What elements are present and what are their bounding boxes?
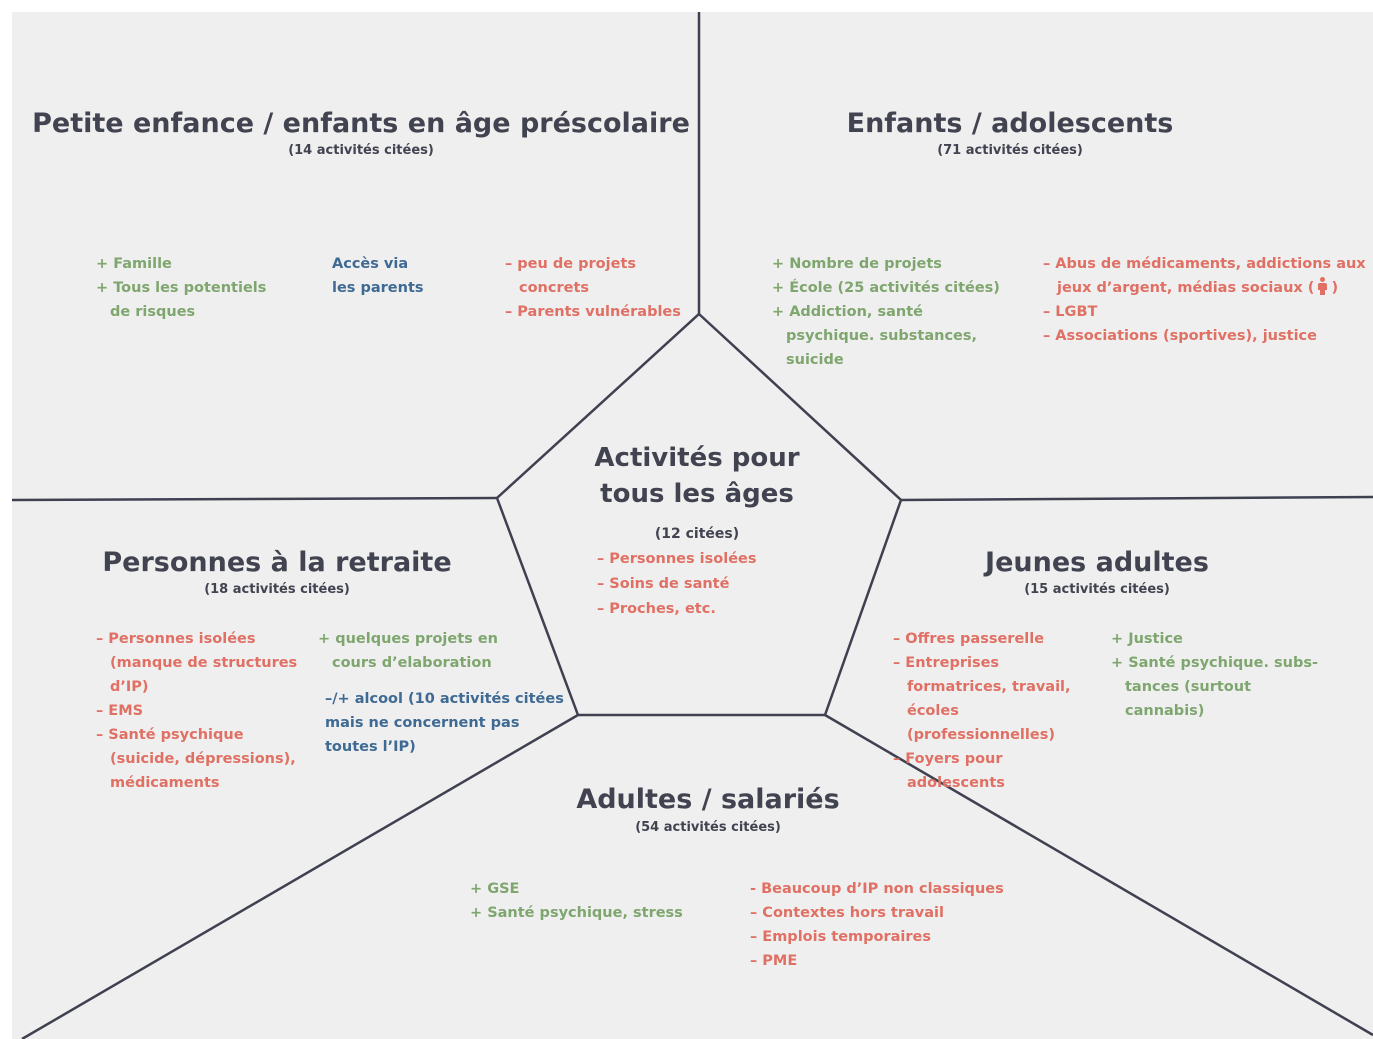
center-title-line: Activités pour bbox=[594, 443, 800, 473]
retraite-positives: + quelques projets en cours d’elaboratio… bbox=[318, 627, 533, 675]
list-item: mais ne concernent pas bbox=[325, 715, 520, 731]
list-item: – Personnes isolées bbox=[597, 551, 757, 567]
center-count: (12 citées) bbox=[654, 526, 740, 542]
list-item: Accès via bbox=[332, 256, 409, 272]
list-item: + École (25 activités citées) bbox=[772, 280, 1000, 296]
retraite-title: Personnes à la retraite bbox=[102, 547, 452, 578]
petite-enfance-negatives: – peu de projets concrets – Parents vuln… bbox=[505, 252, 681, 324]
list-item: – EMS bbox=[96, 703, 144, 719]
list-item: + Santé psychique. subs- tances (surtout… bbox=[1111, 655, 1318, 719]
petite-enfance-count: (14 activités citées) bbox=[288, 143, 434, 158]
petite-enfance-positives: + Famille + Tous les potentiels de risqu… bbox=[96, 252, 296, 324]
adultes-positives: + GSE + Santé psychique, stress bbox=[470, 877, 683, 925]
petite-enfance-title: Petite enfance / enfants en âge préscola… bbox=[32, 108, 690, 139]
list-item: + GSE bbox=[470, 881, 520, 897]
list-item-text: ) bbox=[1331, 280, 1339, 296]
list-item: – Abus de médicaments, addictions aux jeu… bbox=[1043, 252, 1366, 300]
jeunes-positives: + Justice + Santé psychique. subs- tance… bbox=[1111, 627, 1326, 723]
retraite-neutral: –/+ alcool (10 activités citées mais ne … bbox=[325, 687, 564, 759]
list-item-text: – Abus de médicaments, addictions aux bbox=[1043, 256, 1366, 272]
divider-bottom-left bbox=[21, 713, 579, 1039]
list-item: les parents bbox=[332, 280, 424, 296]
list-item: + Famille bbox=[96, 256, 172, 272]
divider-right bbox=[900, 495, 1373, 502]
adultes-count: (54 activités citées) bbox=[635, 820, 781, 835]
jeunes-title: Jeunes adultes bbox=[985, 547, 1209, 578]
adultes-negatives: - Beaucoup d’IP non classiques – Context… bbox=[750, 877, 1004, 973]
list-item: –/+ alcool (10 activités citées bbox=[325, 691, 564, 707]
list-item-text: jeux d’argent, médias sociaux ( bbox=[1057, 280, 1315, 296]
female-person-icon bbox=[1318, 277, 1328, 295]
list-item: toutes l’IP) bbox=[325, 739, 416, 755]
list-item: – Emplois temporaires bbox=[750, 929, 932, 945]
list-item: – Contextes hors travail bbox=[750, 905, 944, 921]
list-item: – peu de projets concrets bbox=[505, 256, 637, 296]
list-item: – Offres passerelle bbox=[893, 631, 1045, 647]
list-item: – LGBT bbox=[1043, 304, 1098, 320]
list-item: – PME bbox=[750, 953, 798, 969]
list-item: – Associations (sportives), justice bbox=[1043, 328, 1317, 344]
list-item: - Beaucoup d’IP non classiques bbox=[750, 881, 1004, 897]
list-item: – Entreprises formatrices, travail, écol… bbox=[893, 655, 1071, 743]
enfants-positives: + Nombre de projets + École (25 activité… bbox=[772, 252, 1012, 372]
list-item: – Santé psychique (suicide, dépressions)… bbox=[96, 727, 296, 791]
list-item: – Proches, etc. bbox=[597, 601, 716, 617]
jeunes-negatives: – Offres passerelle – Entreprises format… bbox=[893, 627, 1098, 795]
list-item: + quelques projets en cours d’elaboratio… bbox=[318, 631, 498, 671]
adultes-title: Adultes / salariés bbox=[576, 784, 840, 815]
petite-enfance-neutral: Accès via les parents bbox=[332, 252, 424, 300]
center-pentagon bbox=[495, 312, 903, 717]
list-item: – Parents vulnérables bbox=[505, 304, 681, 320]
divider-bottom-right bbox=[824, 713, 1373, 1037]
enfants-count: (71 activités citées) bbox=[937, 143, 1083, 158]
center-items: – Personnes isolées – Soins de santé – P… bbox=[597, 547, 757, 622]
list-item: + Tous les potentiels de risques bbox=[96, 280, 267, 320]
list-item: + Santé psychique, stress bbox=[470, 905, 683, 921]
center-title-line: tous les âges bbox=[600, 479, 794, 509]
list-item: + Addiction, santé psychique. substances… bbox=[772, 304, 978, 368]
list-item: – Soins de santé bbox=[597, 576, 730, 592]
jeunes-count: (15 activités citées) bbox=[1024, 582, 1170, 597]
center-title: Activités pour tous les âges bbox=[594, 440, 799, 512]
divider-left bbox=[11, 496, 498, 502]
enfants-title: Enfants / adolescents bbox=[846, 108, 1174, 139]
enfants-negatives: – Abus de médicaments, addictions aux jeu… bbox=[1043, 252, 1366, 348]
retraite-negatives: – Personnes isolées (manque de structure… bbox=[96, 627, 318, 795]
list-item: – Personnes isolées (manque de structure… bbox=[96, 631, 298, 695]
list-item: + Justice bbox=[1111, 631, 1183, 647]
diagram-background bbox=[12, 12, 1373, 1039]
list-item: + Nombre de projets bbox=[772, 256, 942, 272]
retraite-count: (18 activités citées) bbox=[204, 582, 350, 597]
list-item: – Foyers pour adolescents bbox=[893, 751, 1005, 791]
